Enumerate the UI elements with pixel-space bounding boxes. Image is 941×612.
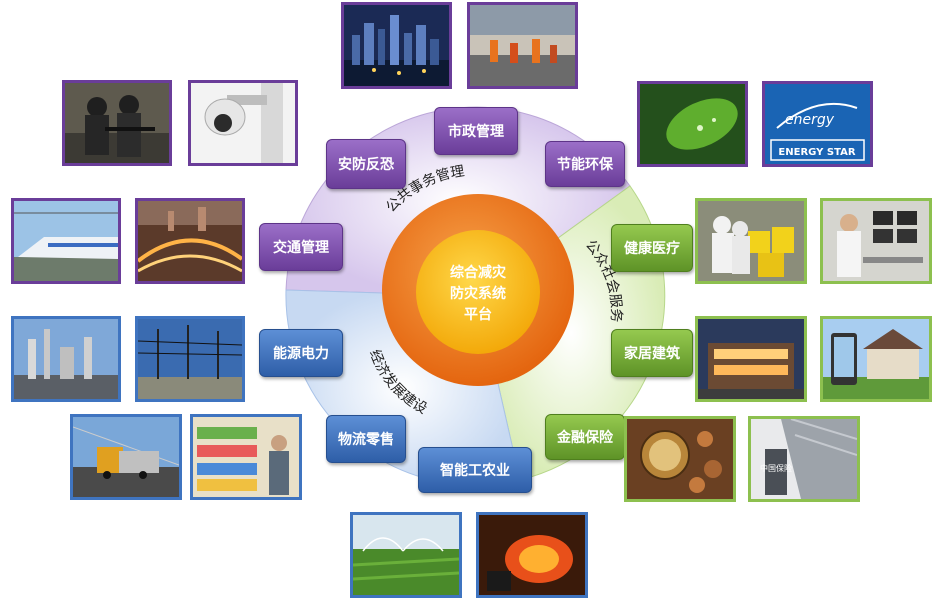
photo-power-substation [135, 316, 245, 402]
photo-insurance-building: 中国保险 [748, 416, 860, 502]
photo-control-room [820, 198, 932, 284]
node-logistics[interactable]: 物流零售 [326, 415, 406, 463]
photo-bullet-train [11, 198, 121, 284]
node-traffic[interactable]: 交通管理 [259, 223, 343, 271]
photo-truck-bridge [70, 414, 182, 500]
node-industry-agri[interactable]: 智能工农业 [418, 447, 532, 493]
core-line-3: 平台 [464, 307, 492, 323]
photo-smart-home [820, 316, 932, 402]
photo-green-leaf [637, 81, 748, 167]
photo-security-camera [188, 80, 298, 166]
logo-energy-star: energy ENERGY STAR [762, 81, 873, 167]
energy-star-label: ENERGY STAR [778, 147, 855, 158]
photo-city-night [341, 2, 452, 89]
node-energy-saving[interactable]: 节能环保 [545, 141, 625, 187]
insurance-sign: 中国保险 [760, 463, 792, 473]
photo-highway-interchange [135, 198, 245, 284]
node-power[interactable]: 能源电力 [259, 329, 343, 377]
energy-star-script: energy [785, 112, 835, 128]
node-municipal[interactable]: 市政管理 [434, 107, 518, 155]
node-home-building[interactable]: 家居建筑 [611, 329, 693, 377]
core-center [416, 230, 540, 354]
node-finance[interactable]: 金融保险 [545, 414, 625, 460]
node-security[interactable]: 安防反恐 [326, 139, 406, 189]
photo-refinery [11, 316, 121, 402]
photo-retail-store [190, 414, 302, 500]
core-line-2: 防灾系统 [450, 286, 506, 302]
photo-swat-team [62, 80, 172, 166]
photo-irrigation-field [350, 512, 462, 598]
photo-coins-compass [624, 416, 736, 502]
core-title: 综合减灾 防灾系统 平台 [420, 262, 536, 332]
photo-hazmat-workers [695, 198, 807, 284]
photo-road-workers [467, 2, 578, 89]
core-line-1: 综合减灾 [450, 265, 506, 281]
node-health[interactable]: 健康医疗 [611, 224, 693, 272]
photo-modern-building [695, 316, 807, 402]
photo-steel-furnace [476, 512, 588, 598]
